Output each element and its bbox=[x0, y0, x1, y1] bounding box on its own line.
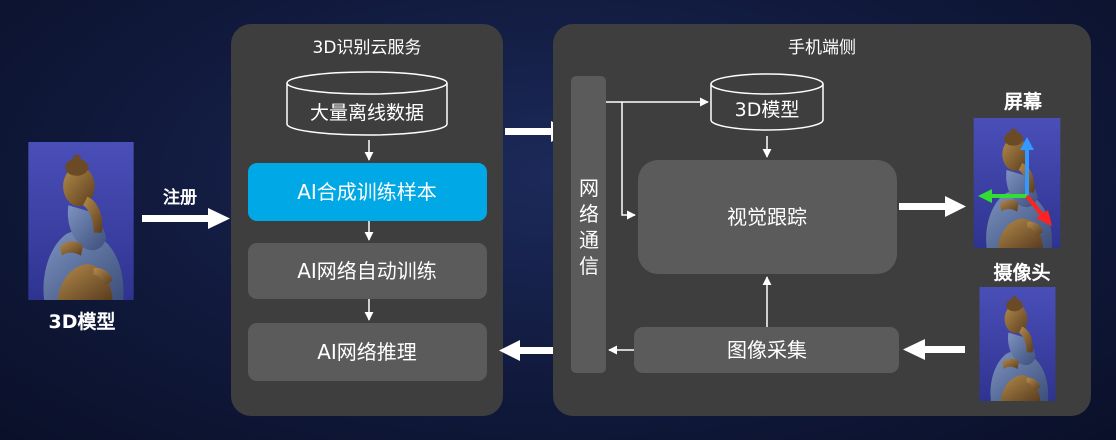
network-char: 通 bbox=[579, 228, 599, 252]
ai-inference-label: AI网络推理 bbox=[317, 340, 417, 364]
network-char: 网 bbox=[579, 176, 599, 200]
3d-model-image bbox=[28, 142, 134, 300]
model-database bbox=[710, 73, 824, 131]
ai-inference-box bbox=[248, 323, 487, 381]
network-char: 络 bbox=[579, 202, 599, 226]
ai-synthesis-box bbox=[248, 163, 487, 221]
camera-image bbox=[979, 287, 1056, 401]
network-char: 信 bbox=[579, 254, 599, 278]
ai-synthesis-label: AI合成训练样本 bbox=[297, 180, 437, 204]
visual-tracking-label: 视觉跟踪 bbox=[727, 205, 807, 229]
image-capture-label: 图像采集 bbox=[727, 338, 807, 362]
model-database-label: 3D模型 bbox=[735, 99, 800, 121]
ai-training-label: AI网络自动训练 bbox=[297, 259, 437, 283]
camera-label: 摄像头 bbox=[993, 261, 1050, 284]
register-arrow bbox=[142, 208, 230, 229]
cloud-service-title: 3D识别云服务 bbox=[313, 38, 422, 58]
ai-training-box bbox=[248, 243, 487, 299]
pose-axes-icon bbox=[978, 137, 1052, 226]
register-label: 注册 bbox=[163, 187, 197, 208]
screen-image bbox=[973, 118, 1061, 248]
mobile-panel-title: 手机端侧 bbox=[788, 38, 856, 58]
network-bar bbox=[571, 76, 606, 373]
offline-data-database bbox=[286, 71, 448, 136]
camera-input-arrow bbox=[903, 339, 965, 360]
connector-arrow bbox=[621, 102, 636, 220]
screen-label: 屏幕 bbox=[1004, 91, 1043, 113]
tracking-output-arrow bbox=[899, 196, 966, 217]
download-arrow bbox=[499, 340, 564, 361]
image-capture-box bbox=[634, 327, 899, 373]
visual-tracking-box bbox=[638, 160, 897, 274]
3d-model-label: 3D模型 bbox=[49, 310, 116, 333]
offline-data-label: 大量离线数据 bbox=[310, 102, 424, 124]
network-label: 网 络 通 信 bbox=[579, 176, 599, 278]
